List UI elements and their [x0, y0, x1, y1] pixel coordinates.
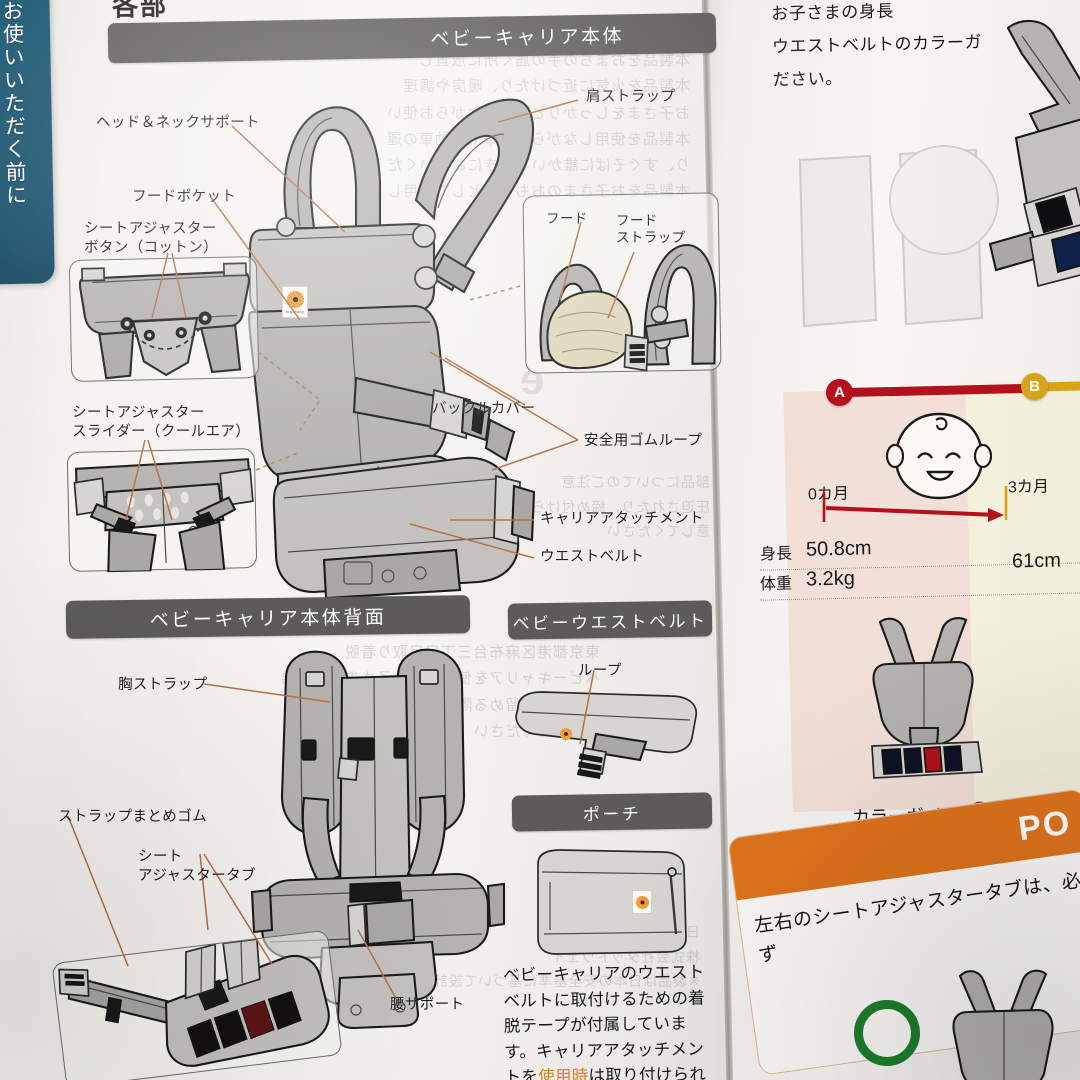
- baby-waistbelt-illustration: [508, 686, 708, 786]
- page-title: 各部: [111, 0, 169, 22]
- side-tab-label: お使いいただく前に: [0, 0, 27, 208]
- carrier-colorguide-illustration-a: [854, 616, 994, 796]
- pouch-description: ベビーキャリアのウエストベルトに取付けるための着脱テープが付属しています。キャリ…: [503, 960, 711, 1080]
- measure-row-0-label: 身長: [759, 545, 793, 564]
- pouch-description-highlight: 使用時: [538, 1067, 589, 1080]
- label-hood-strap: フード ストラップ: [616, 213, 686, 246]
- section-bar-baby-waistbelt: ベビーウエストベルト: [507, 600, 713, 640]
- section-bar-main-front-label: ベビーキャリア本体: [430, 25, 625, 51]
- label-seat-adjuster-button: シートアジャスター ボタン（コットン）: [84, 221, 219, 256]
- label-shoulder-strap: 肩ストラップ: [586, 89, 676, 105]
- pouch-description-head: ベビーキャリアのウエストベルトに取付けるための着脱テープが付属しています。キャリ…: [502, 963, 706, 1080]
- ergobaby-logo-small: [558, 726, 574, 742]
- label-buckle-cover: バックルカバー: [432, 401, 536, 417]
- ergobaby-sunburst-icon-pouch: [635, 895, 649, 909]
- label-hood: フード: [546, 211, 588, 226]
- section-bar-pouch: ポーチ: [511, 792, 713, 832]
- carrier-waistbelt-illustration: [268, 440, 548, 600]
- measure-row-0-start: 50.8cm: [805, 537, 872, 561]
- label-head-neck-support: ヘッド＆ネックサポート: [96, 115, 260, 131]
- measure-row-1-start: 3.2kg: [805, 567, 856, 591]
- point-banner-label: PO: [1015, 802, 1074, 848]
- ergobaby-sunburst-icon: [286, 290, 304, 308]
- label-seat-adjuster-tab: シート アジャスタータブ: [138, 849, 256, 884]
- right-page-ghost-carriers: [780, 120, 1020, 420]
- detail-box-seat-adjuster-button: [68, 256, 260, 382]
- label-strap-keeper-rubber: ストラップまとめゴム: [58, 809, 207, 825]
- label-safety-rubber-loop: 安全用ゴムループ: [584, 433, 703, 449]
- ergobaby-logo: ergobaby: [282, 286, 308, 318]
- age-start-label: 0カ月: [807, 485, 850, 504]
- section-bar-main-back: ベビーキャリア本体背面: [65, 595, 471, 639]
- measure-row-0-end: 61cm: [1011, 549, 1062, 573]
- label-lumbar-support: 腰サポート: [390, 997, 465, 1013]
- label-loop: ループ: [578, 663, 622, 679]
- label-hood-pocket: フードポケット: [132, 189, 237, 205]
- section-bar-pouch-label: ポーチ: [582, 804, 642, 824]
- ergobaby-wordmark: ergobaby: [285, 308, 305, 314]
- carrier-point-illustration: [938, 968, 1068, 1080]
- label-chest-strap: 胸ストラップ: [118, 677, 208, 693]
- label-carrier-attachment: キャリアアタッチメント: [540, 511, 704, 527]
- detail-box-seat-adjuster-slider: [66, 448, 258, 573]
- marker-a: A: [826, 379, 853, 406]
- age-end-label: 3カ月: [1007, 478, 1050, 497]
- section-bar-baby-waistbelt-label: ベビーウエストベルト: [512, 610, 708, 634]
- label-waist-belt: ウエストベルト: [540, 549, 645, 565]
- measure-row-1-label: 体重: [759, 575, 793, 594]
- carrier-colorguide-illustration-top: [960, 18, 1080, 298]
- side-tab-before-use[interactable]: お使いいただく前に: [0, 0, 55, 285]
- marker-b-label: B: [1029, 378, 1040, 395]
- section-bar-main-back-label: ベビーキャリア本体背面: [149, 606, 387, 632]
- ergobaby-logo-pouch: [632, 890, 652, 914]
- ergobaby-sunburst-icon-small: [560, 728, 572, 740]
- pouch-illustration: [530, 846, 690, 958]
- label-seat-adjuster-slider: シートアジャスター スライダー（クールエア）: [72, 405, 251, 440]
- marker-b: B: [1021, 373, 1048, 400]
- baby-face-illustration: [884, 406, 994, 506]
- marker-a-label: A: [834, 384, 845, 401]
